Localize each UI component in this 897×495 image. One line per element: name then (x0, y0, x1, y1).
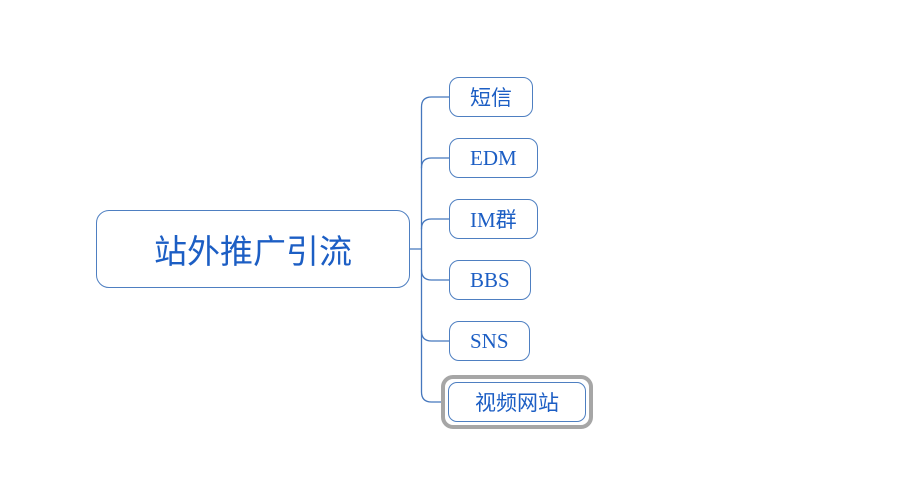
subtopic-label: EDM (470, 145, 517, 170)
connector-bracket (420, 96, 450, 403)
subtopic-label: 短信 (470, 86, 512, 110)
connector-elbow-edm (420, 157, 450, 169)
subtopic-node-im-group[interactable]: IM群 (449, 199, 538, 239)
connector-elbow-sns (420, 330, 450, 342)
subtopic-label: 视频网站 (475, 391, 559, 415)
subtopic-label: BBS (470, 267, 510, 292)
connector-elbow-im-group (420, 218, 450, 230)
subtopic-node-video-sites[interactable]: 视频网站 (448, 382, 586, 422)
central-topic-node[interactable]: 站外推广引流 (96, 210, 410, 288)
subtopic-node-edm[interactable]: EDM (449, 138, 538, 178)
selection-outline: 视频网站 (441, 375, 593, 429)
central-topic-label: 站外推广引流 (154, 235, 352, 271)
subtopic-node-sns[interactable]: SNS (449, 321, 530, 361)
subtopic-node-bbs[interactable]: BBS (449, 260, 531, 300)
subtopic-label: IM群 (470, 208, 517, 232)
connector-elbow-bbs (420, 269, 450, 281)
subtopic-node-sms[interactable]: 短信 (449, 77, 533, 117)
subtopic-label: SNS (470, 328, 509, 353)
